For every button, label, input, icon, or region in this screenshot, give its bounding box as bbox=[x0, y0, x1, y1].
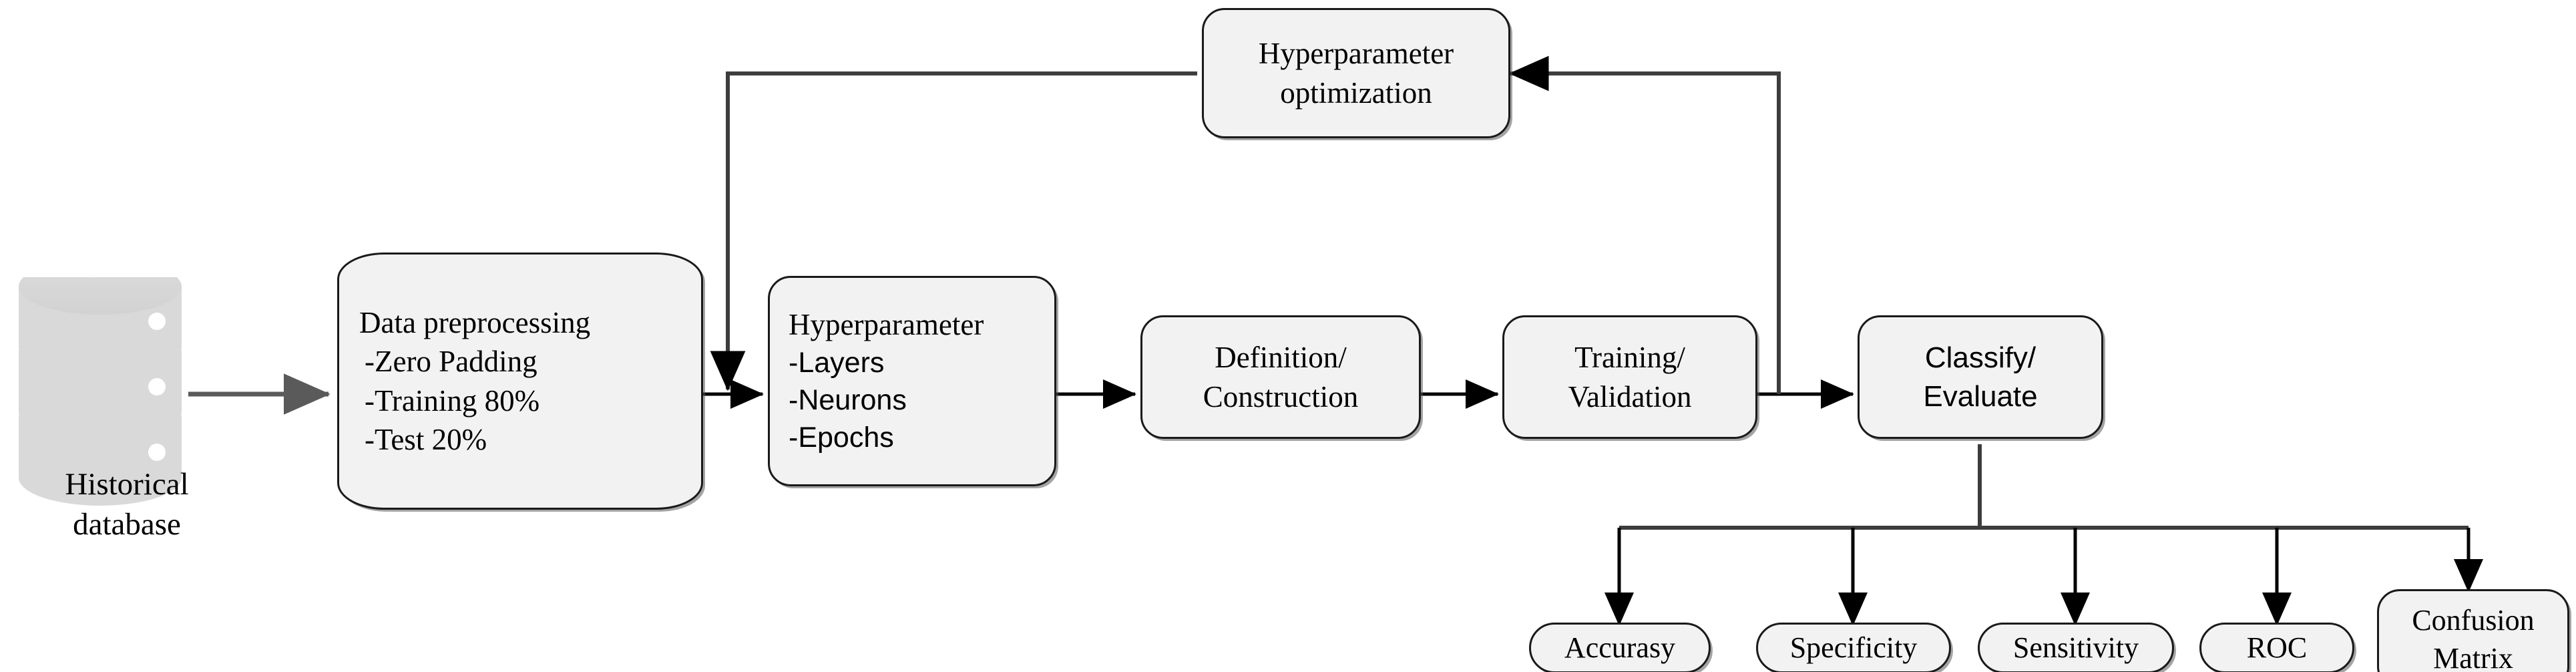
preprocessing-line-3: -Training 80% bbox=[365, 383, 540, 417]
metric-confusion-line-1: Confusion bbox=[2412, 603, 2535, 637]
node-metric-roc[interactable]: ROC bbox=[2199, 623, 2354, 672]
hyperparameter-line-1: Hyperparameter bbox=[789, 308, 984, 342]
hyperparameter-line-4: -Epochs bbox=[789, 421, 894, 454]
training-line-1: Training/ bbox=[1574, 341, 1685, 374]
node-training-validation[interactable]: Training/ Validation bbox=[1502, 315, 1757, 439]
training-line-2: Validation bbox=[1568, 379, 1692, 413]
db-caption-line-2: database bbox=[73, 507, 181, 542]
preprocessing-line-2: -Zero Padding bbox=[365, 345, 538, 378]
preprocessing-line-1: Data preprocessing bbox=[359, 305, 591, 339]
db-caption-line-1: Historical bbox=[65, 467, 189, 502]
definition-line-2: Construction bbox=[1203, 379, 1359, 413]
hyperparameter-line-3: -Neurons bbox=[789, 383, 907, 416]
classify-line-1: Classify/ bbox=[1924, 341, 2036, 375]
metric-confusion-line-2: Matrix bbox=[2433, 642, 2513, 672]
preprocessing-line-4: -Test 20% bbox=[365, 423, 487, 456]
node-data-preprocessing[interactable]: Data preprocessing -Zero Padding -Traini… bbox=[337, 253, 703, 510]
node-hyperparameter[interactable]: Hyperparameter -Layers -Neurons -Epochs bbox=[768, 276, 1056, 486]
historical-database-caption: Historical database bbox=[13, 464, 240, 544]
hyperparameter-line-2: -Layers bbox=[789, 346, 885, 379]
metric-specificity-label: Specificity bbox=[1789, 631, 1918, 665]
metric-accurasy-label: Accurasy bbox=[1564, 631, 1676, 665]
node-metric-confusion-matrix[interactable]: Confusion Matrix bbox=[2377, 589, 2569, 672]
classify-line-2: Evaluate bbox=[1923, 379, 2038, 413]
node-definition-construction[interactable]: Definition/ Construction bbox=[1140, 315, 1421, 439]
node-classify-evaluate[interactable]: Classify/ Evaluate bbox=[1858, 315, 2103, 439]
optimization-line-2: optimization bbox=[1280, 75, 1432, 110]
optimization-line-1: Hyperparameter bbox=[1258, 37, 1454, 70]
node-metric-sensitivity[interactable]: Sensitivity bbox=[1978, 623, 2174, 672]
metric-roc-label: ROC bbox=[2246, 631, 2308, 665]
historical-database-group: Historical database bbox=[13, 259, 214, 542]
node-hyperparameter-optimization[interactable]: Hyperparameter optimization bbox=[1202, 8, 1510, 138]
metric-sensitivity-label: Sensitivity bbox=[2012, 631, 2139, 665]
node-metric-specificity[interactable]: Specificity bbox=[1756, 623, 1951, 672]
definition-line-1: Definition/ bbox=[1215, 341, 1347, 374]
node-metric-accurasy[interactable]: Accurasy bbox=[1529, 623, 1711, 672]
